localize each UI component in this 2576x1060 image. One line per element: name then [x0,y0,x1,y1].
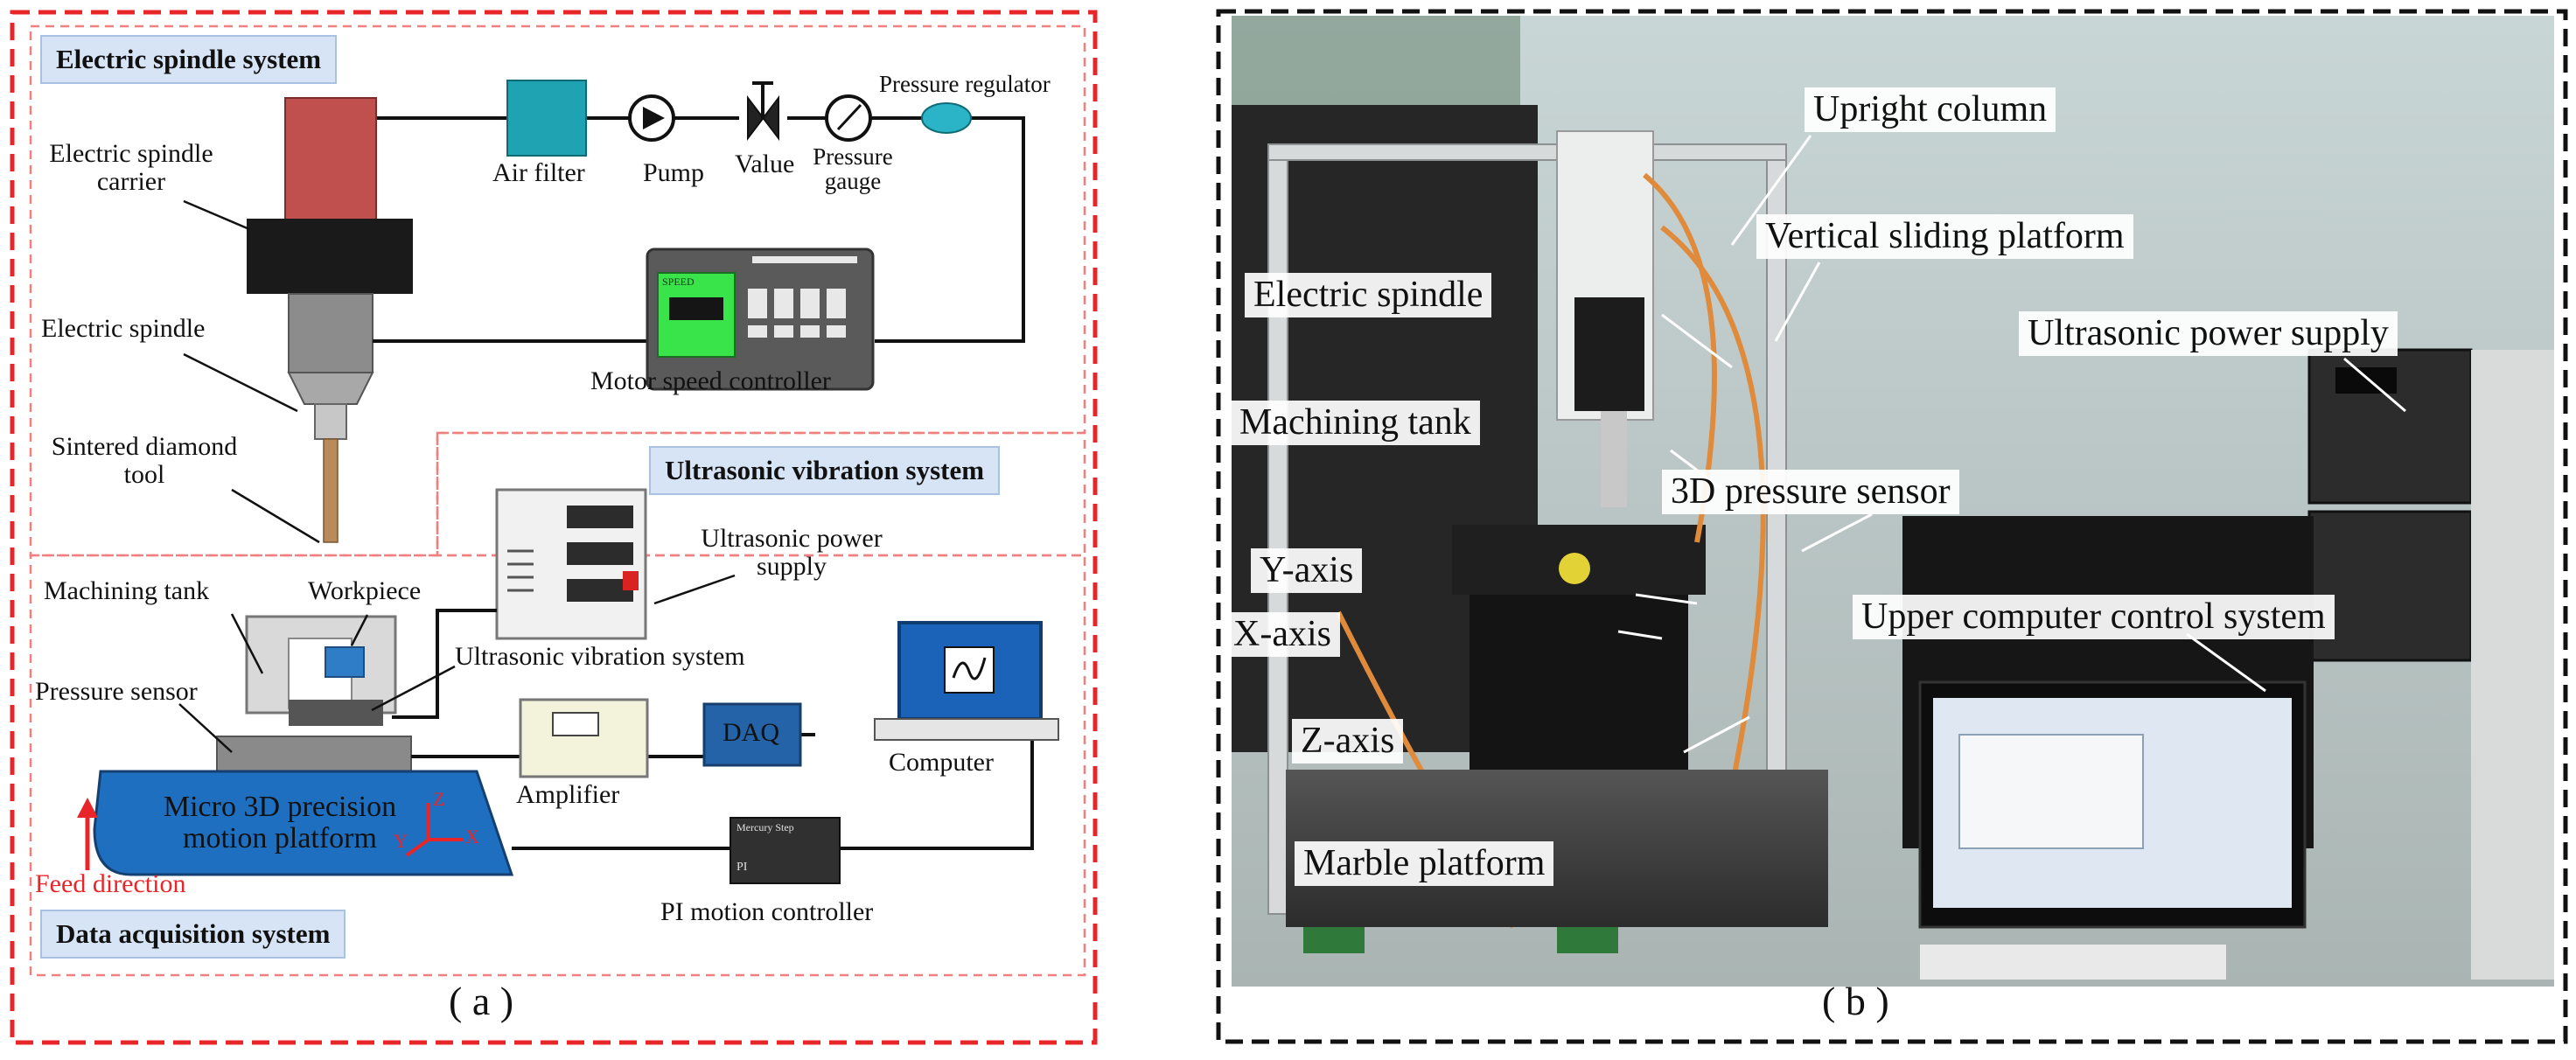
label-workpiece: Workpiece [308,576,422,605]
panel-a-schematic [10,10,1098,1045]
section-ultrasonic-vibration-system: Ultrasonic vibration system [649,446,1001,495]
ultrasonic-cable [392,609,497,719]
ups-red-switch [623,571,639,590]
yellow-knob [1559,553,1590,584]
workpiece-shape [325,646,365,678]
photo-label-upright-column: Upright column [1805,87,2056,133]
photo-label-upper-computer-control-system: Upper computer control system [1853,595,2335,640]
label-value: Value [735,150,795,178]
photo-label-x-axis: X-axis [1225,612,1340,658]
label-controller-text-2: PI [736,861,748,874]
label-daq: DAQ [723,718,779,747]
ups-displays [567,506,633,602]
vibration-stack [289,700,383,726]
photo-label-3d-pressure-sensor: 3D pressure sensor [1662,470,1959,515]
spindle-taper [287,372,374,405]
caption-b: ( b ) [1822,979,1889,1023]
label-sintered-diamond-tool: Sintered diamond tool [51,432,238,489]
section-data-acquisition-system: Data acquisition system [40,910,346,959]
label-pi-motion-controller: PI motion controller [660,897,874,926]
label-ultrasonic-power-supply: Ultrasonic power supply [701,524,883,581]
label-electric-spindle-carrier: Electric spindle carrier [49,139,213,196]
panel-b-frame [1216,9,2568,1044]
diamond-tool [323,438,339,543]
photo-label-vertical-sliding-platform: Vertical sliding platform [1756,214,2133,260]
label-controller-text-1: Mercury Step [736,821,794,833]
z-stage-photo [1470,595,1688,770]
label-amplifier: Amplifier [516,780,620,809]
pi-controller-box [730,817,841,884]
spindle-carrier-block [284,97,377,221]
photo-label-ultrasonic-power-supply: Ultrasonic power supply [2019,311,2398,357]
label-axis-z: Z [433,788,445,810]
daq-box [702,702,802,767]
label-axis-x: X [465,826,479,847]
label-electric-spindle: Electric spindle [41,314,206,343]
label-axis-y: Y [394,830,408,852]
controller-buttons [748,256,857,338]
panel-b-photo [1216,9,2568,1044]
amplifier-box [519,698,649,778]
label-motor-speed-controller: Motor speed controller [590,366,831,395]
spindle-photo [1574,297,1644,411]
computer-base [874,718,1059,741]
photo-label-y-axis: Y-axis [1251,548,1363,594]
label-pressure-gauge: Pressure gauge [813,143,893,195]
side-cabinet [2471,350,2554,980]
air-filter-box [506,80,587,157]
motion-platform-shape [93,770,514,876]
spindle-clamp [247,219,413,294]
data-cables [411,733,1034,850]
label-air-filter: Air filter [492,158,585,187]
photo-label-marble-platform: Marble platform [1295,841,1554,887]
air-line [376,116,1025,343]
label-computer: Computer [889,748,994,777]
keyboard [1920,945,2226,980]
photo-label-machining-tank: Machining tank [1231,401,1480,446]
caption-a: ( a ) [449,979,514,1023]
photo-label-electric-spindle: Electric spindle [1245,273,1492,318]
aluminium-frame [1267,143,1787,915]
photo-leader-lines [1617,135,2406,754]
label-pump: Pump [643,158,705,187]
section-electric-spindle-system: Electric spindle system [40,35,338,84]
tool-chuck [314,403,347,440]
pressure-sensor-shape [216,736,412,777]
label-motion-platform: Micro 3D precision motion platform [163,791,397,854]
ups-vents [507,549,534,592]
leader-lines [178,199,736,753]
label-pressure-regulator: Pressure regulator [879,71,1051,97]
label-machining-tank: Machining tank [44,576,210,605]
label-pressure-sensor: Pressure sensor [35,677,198,706]
label-feed-direction: Feed direction [35,869,186,898]
label-speed-display: SPEED [662,275,695,288]
acquisition-system-outline [29,554,1086,977]
tank-photo [1601,411,1627,507]
label-ultrasonic-vibration-system: Ultrasonic vibration system [455,642,745,671]
pressure-regulator-symbol [921,102,972,134]
spindle-body [288,293,373,373]
ultrasonic-system-outline [436,431,1086,557]
photo-label-z-axis: Z-axis [1292,719,1404,764]
panel-a-frame [10,10,1098,1045]
feed-arrow-head [77,798,98,818]
axis-triad [405,803,464,857]
